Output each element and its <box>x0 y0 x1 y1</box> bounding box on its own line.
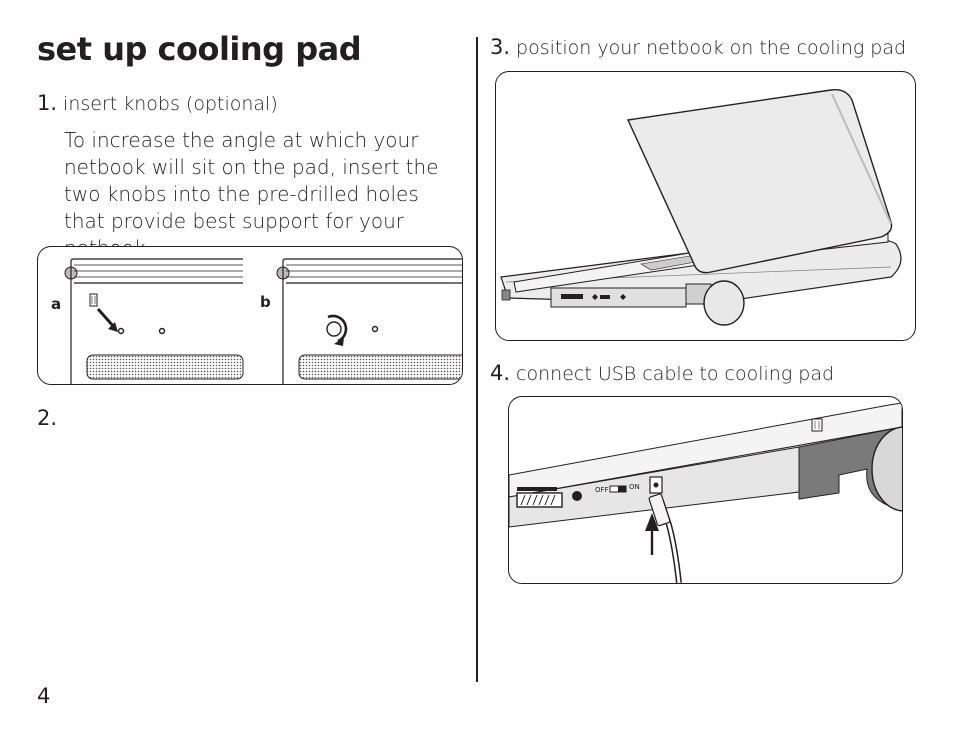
step-4-heading: 4.connect USB cable to cooling pad <box>490 361 834 385</box>
figure-label-b: b <box>260 293 271 311</box>
usb-figure: OFF ON <box>508 396 903 584</box>
step-3-heading: 3.position your netbook on the cooling p… <box>490 35 906 59</box>
step-2-heading: 2. <box>37 406 63 430</box>
step-4-label: connect USB cable to cooling pad <box>516 363 835 385</box>
switch-on-label: ON <box>629 483 640 491</box>
step-1-body: To increase the angle at which your netb… <box>64 128 439 260</box>
step-4-number: 4. <box>490 361 511 385</box>
page-title: set up cooling pad <box>37 30 362 68</box>
step-2-number: 2. <box>37 406 58 430</box>
figure-label-a: a <box>51 295 62 313</box>
knob-illustration <box>64 258 462 384</box>
switch-off-label: OFF <box>595 486 609 494</box>
netbook-figure <box>495 71 916 341</box>
page-number: 4 <box>37 684 51 708</box>
step-3-number: 3. <box>490 35 511 59</box>
netbook-illustration <box>500 89 902 326</box>
step-1-number: 1. <box>37 91 58 115</box>
step-1-label: insert knobs (optional) <box>63 93 278 115</box>
usb-illustration <box>509 402 902 583</box>
knob-figure: a b <box>37 246 463 385</box>
column-divider <box>476 37 478 682</box>
step-1-heading: 1.insert knobs (optional) <box>37 91 278 115</box>
step-3-label: position your netbook on the cooling pad <box>516 37 907 59</box>
